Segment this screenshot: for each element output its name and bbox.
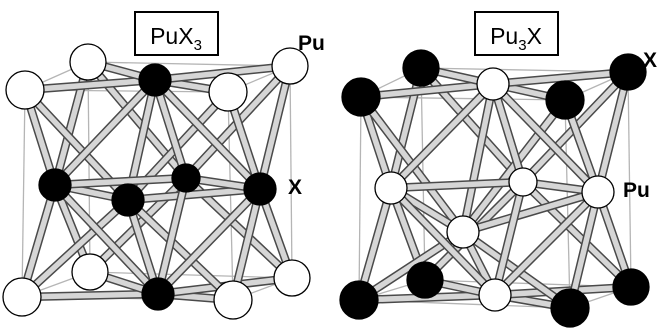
atoms [339,49,650,328]
formula-base: PuX [150,23,193,49]
face-atom [243,172,277,206]
face-atom [111,183,145,217]
corner-atom [550,288,590,328]
cell-edge [289,65,293,279]
crystal-structure-left: PuX3 Pu X [2,11,325,320]
corner-atom [213,280,253,320]
face-atom [476,67,510,101]
face-atom [374,171,408,205]
face-atom [171,163,201,193]
formula-box: PuX3 [134,11,219,56]
face-atom [38,168,72,202]
bond [388,185,498,298]
corner-atom [71,253,109,291]
cell-edge [89,271,293,279]
bond [19,291,161,300]
bond [388,81,496,191]
corner-atom [69,43,107,81]
corner-atom [2,277,42,317]
bond [490,69,631,87]
bond [567,189,601,311]
bond [460,81,496,235]
label-corner-atom: X [643,49,657,72]
bond [490,81,601,195]
bond [492,179,526,298]
bond [52,77,158,188]
face-atom [508,167,538,197]
cell-edge [627,71,632,288]
face-atom [581,175,615,209]
bond [125,197,236,303]
bond [388,179,526,191]
face-atom [446,215,480,249]
bond [257,63,293,192]
formula-base: Pu [490,23,518,49]
corner-atom [339,280,379,320]
corner-atom [402,49,440,87]
corner-atom [271,47,309,85]
formula-subscript: 3 [194,37,202,54]
bond [125,186,263,203]
corner-atom [545,80,585,120]
bond [19,197,131,300]
formula-subscript: 3 [518,37,526,54]
bond [358,81,496,100]
bond [520,179,634,290]
atoms [2,43,311,320]
corner-atom [273,259,311,297]
bond [52,182,161,297]
bond [155,175,189,297]
lattice-left: PuX3 Pu X [2,11,325,320]
formula-suffix: X [527,23,542,49]
face-atom [141,277,175,311]
lattice-right: Pu3X X Pu [333,0,666,329]
crystal-structure-right: Pu3X X Pu [339,11,657,328]
bond [152,63,293,83]
cell-edge [21,89,26,298]
bond [52,175,189,188]
corner-atom [406,261,444,299]
bond [152,77,189,181]
corner-atom [5,70,45,110]
bond [492,189,601,298]
corner-atom [208,72,248,112]
corner-atom [612,268,650,306]
label-face-atom: X [288,176,302,199]
bond [490,81,526,185]
label-corner-atom: Pu [298,32,325,55]
formula-box: Pu3X [474,11,559,56]
bond [460,189,601,235]
svg-text:PuX3: PuX3 [150,23,202,54]
face-atom [478,278,512,312]
bond [22,77,158,93]
bond [152,77,263,192]
label-face-atom: Pu [623,179,650,202]
face-atom [138,63,172,97]
bond [595,69,631,195]
corner-atom [609,53,647,91]
svg-text:Pu3X: Pu3X [490,23,542,54]
corner-atom [341,77,381,117]
bond [155,186,263,297]
cell-edge [358,96,362,301]
